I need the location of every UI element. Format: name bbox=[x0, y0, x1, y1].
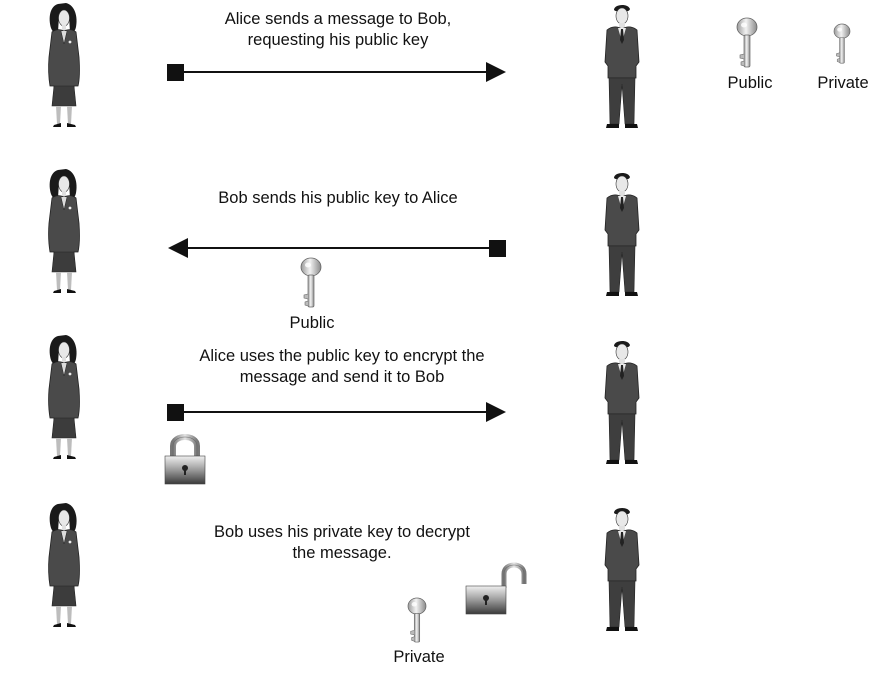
step-4-caption: Bob uses his private key to decrypt the … bbox=[172, 522, 512, 564]
private-key-legend-icon bbox=[833, 23, 851, 64]
alice-figure-2 bbox=[48, 168, 80, 294]
arrow-step-1 bbox=[167, 62, 506, 82]
step-2-caption: Bob sends his public key to Alice bbox=[168, 188, 508, 209]
bob-figure-4 bbox=[604, 507, 640, 632]
private-key-icon bbox=[407, 597, 427, 643]
alice-figure-3 bbox=[48, 334, 80, 460]
step-3-line-1: Alice uses the public key to encrypt the bbox=[199, 347, 485, 365]
bob-figure-1 bbox=[604, 4, 640, 129]
public-key-legend-icon bbox=[736, 17, 758, 68]
step-3-line-2: message and send it to Bob bbox=[239, 368, 445, 386]
step-1-line-1: Alice sends a message to Bob, bbox=[224, 10, 452, 28]
bob-figure-3 bbox=[604, 340, 640, 465]
step-4-line-1: Bob uses his private key to decrypt bbox=[214, 523, 470, 541]
step-4-key-label: Private bbox=[393, 648, 445, 666]
step-4-line-2: the message. bbox=[292, 544, 392, 562]
arrow-step-2 bbox=[168, 238, 506, 258]
alice-figure-1 bbox=[48, 2, 80, 128]
legend-public-label: Public bbox=[727, 74, 773, 92]
step-1-caption: Alice sends a message to Bob, requesting… bbox=[168, 9, 508, 51]
public-key-icon bbox=[300, 257, 322, 308]
step-3-caption: Alice uses the public key to encrypt the… bbox=[160, 346, 524, 388]
arrow-step-3 bbox=[167, 402, 506, 422]
closed-lock-icon bbox=[165, 437, 205, 484]
step-2-key-label: Public bbox=[289, 314, 335, 332]
step-2-line-1: Bob sends his public key to Alice bbox=[218, 189, 458, 207]
bob-figure-2 bbox=[604, 172, 640, 297]
open-lock-icon bbox=[466, 565, 524, 614]
step-1-line-2: requesting his public key bbox=[247, 31, 429, 49]
legend-private-label: Private bbox=[817, 74, 869, 92]
alice-figure-4 bbox=[48, 502, 80, 628]
